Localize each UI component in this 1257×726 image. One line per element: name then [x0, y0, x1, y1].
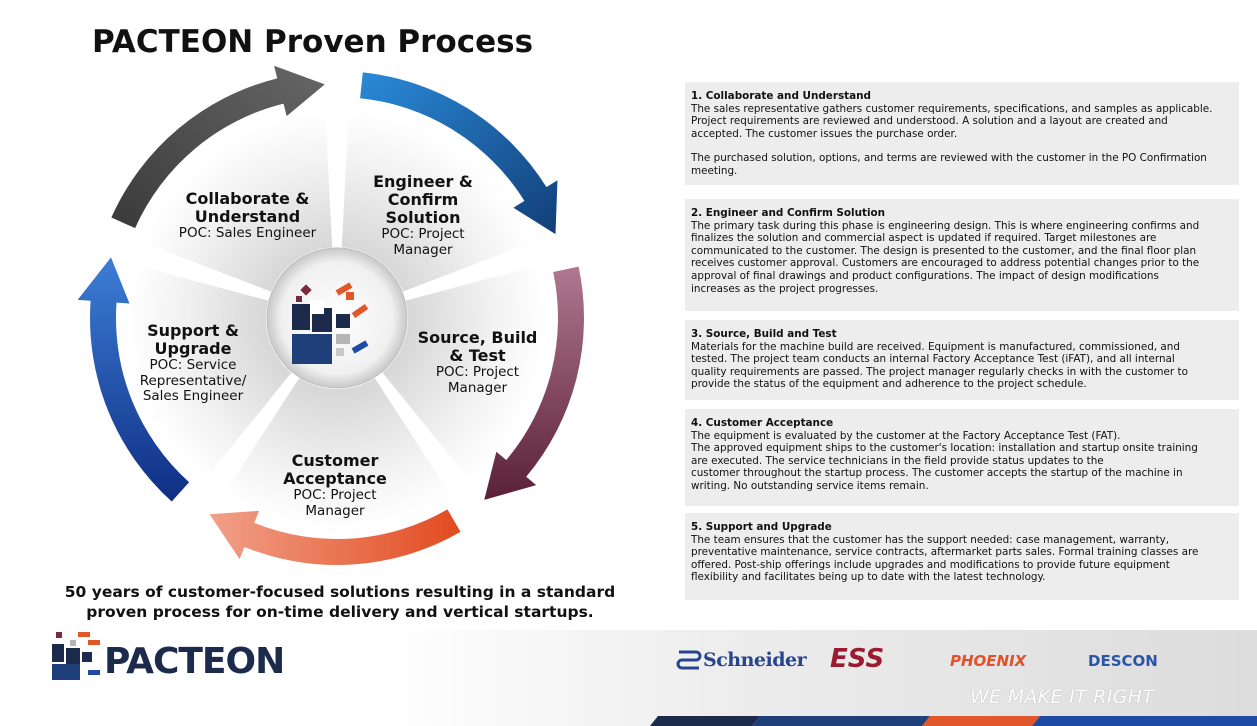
segment-poc: POC: Project [381, 226, 465, 242]
step-line: preventative maintenance, service contra… [691, 546, 1199, 559]
step-line: customer throughout the startup process.… [691, 467, 1183, 480]
step-line: provide the status of the equipment and … [691, 378, 1087, 391]
segment-poc: Manager [305, 502, 365, 519]
cycle-arrow-engineer [360, 72, 558, 235]
step-title: 5. Support and Upgrade [691, 521, 832, 533]
step-line: flexibility and facilitates being up to … [691, 571, 1046, 584]
step-body: The primary task during this phase is en… [691, 220, 1233, 296]
step-line: Materials for the machine build are rece… [691, 340, 1180, 353]
segment-name: Collaborate & [185, 189, 310, 208]
tagline-line: 50 years of customer-focused solutions r… [64, 583, 616, 601]
segment-collaborate-understand: Collaborate & Understand POC: Sales Engi… [160, 190, 335, 242]
step-panel-2: 2. Engineer and Confirm Solution The pri… [685, 199, 1239, 311]
tagline-line: proven process for on-time delivery and … [86, 603, 594, 621]
step-body: The equipment is evaluated by the custom… [691, 430, 1233, 493]
step-line: writing. No outstanding service items re… [691, 479, 929, 492]
brand-schneider: Schneider [703, 649, 807, 671]
segment-name: Support & [147, 321, 239, 340]
segment-poc: Manager [393, 241, 453, 258]
segment-name: Engineer & [373, 172, 473, 191]
footer-color-stripes [650, 716, 1257, 726]
segment-name: & Test [449, 346, 506, 365]
step-line: Project requirements are reviewed and un… [691, 115, 1168, 128]
step-body: Materials for the machine build are rece… [691, 341, 1233, 391]
segment-name: Understand [194, 207, 301, 226]
step-body: The sales representative gathers custome… [691, 103, 1233, 141]
cycle-arrow-source [484, 266, 584, 500]
cycle-arrow-acceptance [209, 509, 461, 565]
step-line: approval of final drawings and product c… [691, 269, 1159, 282]
segment-support-upgrade: Support & Upgrade POC: Service Represent… [118, 322, 268, 405]
step-body: The team ensures that the customer has t… [691, 534, 1233, 584]
pacteon-footer-logo-icon [52, 632, 100, 680]
step-line: communicated to the customer. The design… [691, 244, 1197, 257]
segment-poc: POC: Sales Engineer [178, 225, 317, 241]
step-line: The equipment is evaluated by the custom… [691, 429, 1121, 442]
footer-band [0, 630, 1257, 726]
tagline: 50 years of customer-focused solutions r… [30, 582, 650, 622]
step-panel-5: 5. Support and Upgrade The team ensures … [685, 513, 1239, 600]
step-line: The team ensures that the customer has t… [691, 533, 1170, 546]
step-line: The primary task during this phase is en… [691, 219, 1200, 232]
step-line: offered. Post-ship offerings include upg… [691, 558, 1170, 571]
segment-poc: POC: Project [293, 487, 377, 503]
footer-logo-text: PACTEON [104, 641, 285, 682]
step-line: finalizes the solution and commercial as… [691, 232, 1157, 245]
step-line: increases as the project progresses. [691, 282, 879, 295]
step-line: meeting. [691, 164, 738, 177]
step-line: accepted. The customer issues the purcha… [691, 127, 958, 140]
step-line: tested. The project team conducts an int… [691, 353, 1175, 366]
segment-name: Confirm [387, 190, 459, 209]
step-panel-4: 4. Customer Acceptance The equipment is … [685, 409, 1239, 506]
step-title: 4. Customer Acceptance [691, 417, 834, 429]
segment-name: Customer [291, 451, 379, 470]
segment-customer-acceptance: Customer Acceptance POC: Project Manager [260, 452, 410, 519]
step-body-secondary: The purchased solution, options, and ter… [691, 152, 1233, 177]
segment-poc: POC: Project [435, 364, 520, 380]
segment-name: Upgrade [154, 339, 232, 358]
segment-poc: Manager [447, 379, 508, 396]
schneider-logo-icon [676, 650, 702, 670]
cycle-arrow-support [77, 257, 190, 502]
page-title: PACTEON Proven Process [92, 24, 534, 60]
step-line: receives customer approval. Customers ar… [691, 257, 1200, 270]
segment-source-build-test: Source, Build & Test POC: Project Manage… [405, 329, 550, 396]
segment-poc: POC: Service [149, 357, 237, 373]
step-title: 1. Collaborate and Understand [691, 90, 871, 102]
step-panel-3: 3. Source, Build and Test Materials for … [685, 320, 1239, 400]
step-line: are executed. The service technicians in… [691, 454, 1104, 467]
step-line: quality requirements are passed. The pro… [691, 365, 1188, 378]
segment-poc: Sales Engineer [142, 388, 244, 404]
cycle-arrow-collaborate [111, 65, 325, 229]
segment-poc: Representative/ [139, 372, 247, 389]
segment-name: Acceptance [283, 469, 387, 488]
step-line: The sales representative gathers custome… [691, 102, 1213, 115]
step-line: The approved equipment ships to the cust… [691, 442, 1198, 455]
segment-name: Source, Build [417, 328, 538, 347]
footer-slogan: WE MAKE IT RIGHT [970, 686, 1155, 708]
segment-name: Solution [385, 208, 461, 227]
step-title: 3. Source, Build and Test [691, 328, 837, 340]
process-cycle-diagram [77, 65, 584, 565]
step-title: 2. Engineer and Confirm Solution [691, 207, 886, 219]
segment-engineer-confirm: Engineer & Confirm Solution POC: Project… [348, 173, 498, 258]
brand-ess: ESS [830, 644, 885, 674]
brand-phoenix: PHOENIX [950, 652, 1027, 670]
step-panel-1: 1. Collaborate and Understand The sales … [685, 82, 1239, 185]
step-line: The purchased solution, options, and ter… [691, 152, 1207, 165]
pacteon-logo-icon [292, 282, 369, 364]
brand-descon: DESCON [1088, 652, 1158, 670]
